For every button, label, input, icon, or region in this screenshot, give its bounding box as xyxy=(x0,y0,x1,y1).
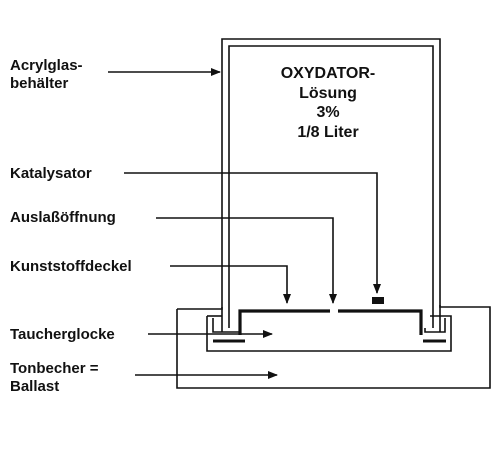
leader-arrow-catalyst xyxy=(124,172,381,294)
acrylic-container-inner xyxy=(228,45,434,328)
label-clay-cup-line1: Tonbecher = xyxy=(10,360,99,377)
plastic-lid xyxy=(238,309,423,335)
solution-name-line2: Lösung xyxy=(299,85,357,102)
label-acrylic-container-line1: Acrylglas- xyxy=(10,57,83,74)
clay-cup-left-top xyxy=(177,307,223,310)
label-catalyst: Katalysator xyxy=(10,165,92,182)
catalyst-block xyxy=(372,297,384,304)
solution-concentration: 3% xyxy=(316,104,339,121)
label-plastic-lid: Kunststoffdeckel xyxy=(10,258,132,275)
label-outlet: Auslaßöffnung xyxy=(10,209,116,226)
label-clay-cup-line2: Ballast xyxy=(10,378,59,395)
solution-volume: 1/8 Liter xyxy=(297,124,358,141)
label-acrylic-container-line2: behälter xyxy=(10,75,69,92)
leader-arrow-plastic-lid xyxy=(170,265,291,304)
acrylic-left-foot xyxy=(212,318,241,333)
acrylic-container-outer xyxy=(221,38,441,332)
leader-arrow-outlet xyxy=(156,217,337,304)
acrylic-right-foot xyxy=(424,318,446,333)
label-diving-bell: Taucherglocke xyxy=(10,326,115,343)
diving-bell-inner xyxy=(206,315,452,352)
solution-name-line1: OXYDATOR- xyxy=(281,65,376,82)
